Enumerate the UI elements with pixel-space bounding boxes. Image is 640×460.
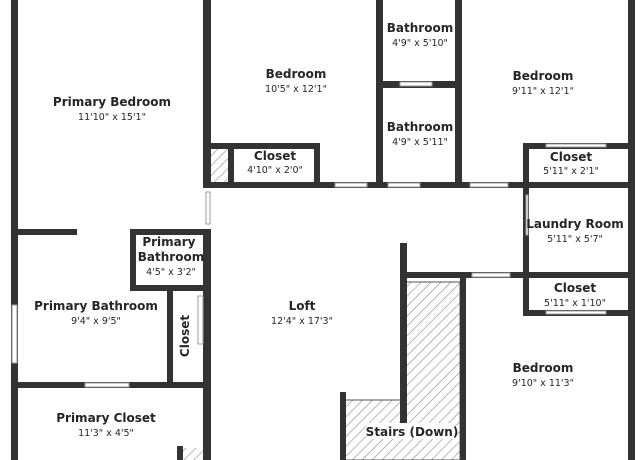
room-dims: 9'10" x 11'3"	[512, 378, 574, 389]
room-primary-closet: Primary Closet 11'3" x 4'5"	[56, 411, 156, 439]
room-bedroom-upper-left: Bedroom 10'5" x 12'1"	[265, 67, 327, 95]
room-name: Closet	[178, 315, 192, 357]
room-name: Closet	[550, 150, 592, 164]
room-dims: 10'5" x 12'1"	[265, 84, 327, 95]
room-dims: 11'10" x 15'1"	[78, 112, 146, 123]
room-dims: 4'10" x 2'0"	[247, 165, 303, 176]
room-dims: 5'11" x 5'7"	[547, 234, 603, 245]
room-name: Closet	[554, 281, 596, 295]
room-laundry-room: Laundry Room 5'11" x 5'7"	[526, 217, 624, 245]
room-name: Primary Bathroom	[138, 235, 204, 264]
room-bathroom-top: Bathroom 4'9" x 5'10"	[387, 21, 453, 49]
room-name: Primary Bedroom	[53, 95, 171, 109]
room-closet-lower-right: Closet 5'11" x 1'10"	[544, 281, 606, 309]
room-name: Bedroom	[513, 69, 574, 83]
room-dims: 9'11" x 12'1"	[512, 86, 574, 97]
room-dims: 12'4" x 17'3"	[271, 316, 333, 327]
room-dims: 9'4" x 9'5"	[71, 316, 121, 327]
room-name: Bedroom	[513, 361, 574, 375]
room-dims: 4'5" x 3'2"	[146, 267, 196, 278]
room-primary-bathroom: Primary Bathroom 9'4" x 9'5"	[34, 299, 158, 327]
room-name-line: Primary	[142, 235, 195, 249]
room-stairs: Stairs (Down)	[366, 423, 459, 439]
corner-hatch	[181, 448, 203, 460]
room-name: Bedroom	[266, 67, 327, 81]
room-name: Laundry Room	[526, 217, 624, 231]
room-dims: 11'3" x 4'5"	[78, 428, 134, 439]
room-name: Loft	[289, 299, 316, 313]
openings	[11, 81, 607, 388]
room-name: Bathroom	[387, 21, 453, 35]
room-bedroom-lower-right: Bedroom 9'10" x 11'3"	[512, 361, 574, 389]
room-name: Closet	[254, 149, 296, 163]
room-bathroom-middle: Bathroom 4'9" x 5'11"	[387, 120, 453, 148]
room-name-line: Bathroom	[138, 250, 204, 264]
room-dims: 4'9" x 5'11"	[392, 137, 448, 148]
room-dims: 5'11" x 2'1"	[543, 166, 599, 177]
room-bedroom-upper-right: Bedroom 9'11" x 12'1"	[512, 69, 574, 97]
room-dims: 5'11" x 1'10"	[544, 298, 606, 309]
room-primary-bathroom-small: Primary Bathroom 4'5" x 3'2"	[138, 235, 204, 278]
room-closet-upper-right: Closet 5'11" x 2'1"	[543, 150, 599, 177]
room-dims: 4'9" x 5'10"	[392, 38, 448, 49]
room-closet-vertical: Closet	[178, 315, 192, 357]
room-loft: Loft 12'4" x 17'3"	[271, 299, 333, 327]
room-primary-bedroom: Primary Bedroom 11'10" x 15'1"	[53, 95, 171, 123]
room-name: Primary Closet	[56, 411, 156, 425]
room-name: Stairs (Down)	[366, 425, 459, 439]
room-name: Bathroom	[387, 120, 453, 134]
room-name: Primary Bathroom	[34, 299, 158, 313]
room-closet-upper-left: Closet 4'10" x 2'0"	[247, 149, 303, 176]
